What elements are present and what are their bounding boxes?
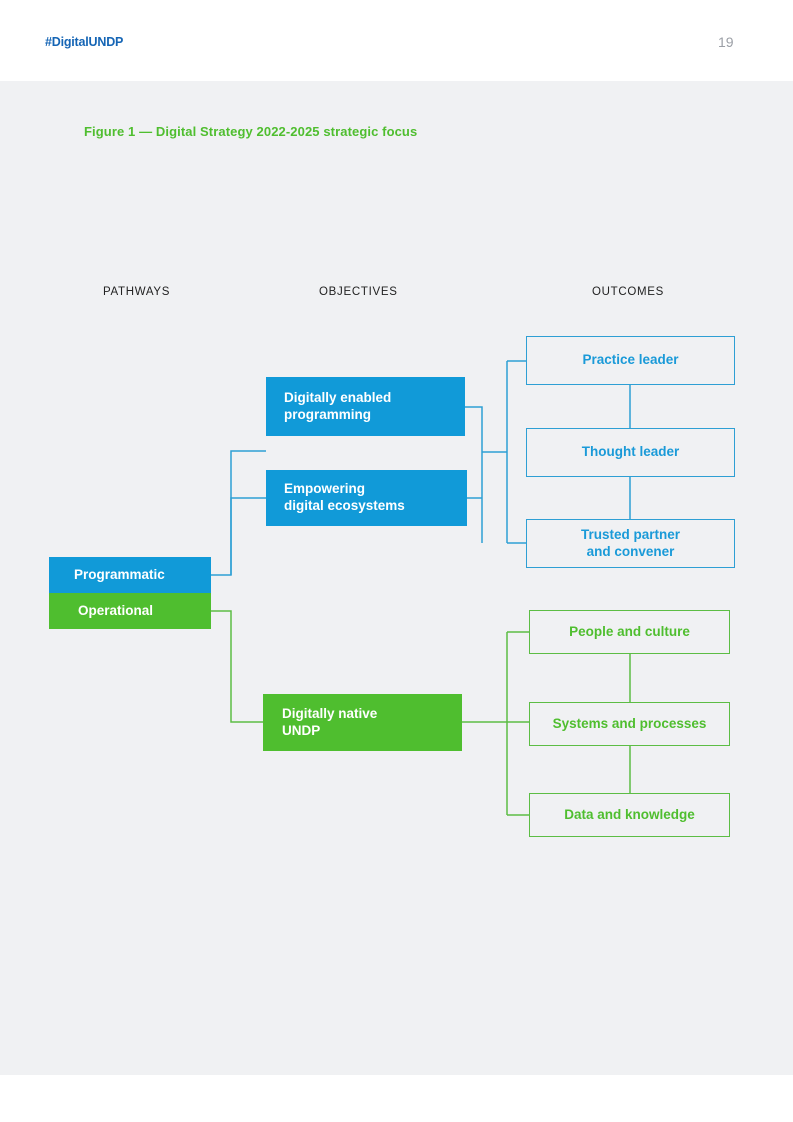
hashtag-digitalundp: #DigitalUNDP	[45, 35, 124, 49]
connector-objectives-to-outcomes-blue	[465, 360, 526, 544]
strategy-diagram: PATHWAYS OBJECTIVES OUTCOMES Programmati…	[0, 81, 793, 1075]
column-label-pathways: PATHWAYS	[103, 286, 171, 298]
figure-caption: Figure 1 — Digital Strategy 2022-2025 st…	[84, 124, 418, 139]
outcome-systems-and-processes[interactable]: Systems and processes	[529, 702, 730, 746]
objective-digitally-native-undp[interactable]: Digitally native UNDP	[263, 694, 462, 751]
page-number: 19	[718, 34, 734, 50]
objective-empowering-digital-ecosystems[interactable]: Empowering digital ecosystems	[266, 470, 467, 526]
content-area: Figure 1 — Digital Strategy 2022-2025 st…	[0, 81, 793, 1075]
connector-programmatic-to-objectives	[211, 450, 266, 576]
outcome-thought-leader[interactable]: Thought leader	[526, 428, 735, 477]
pathway-programmatic[interactable]: Programmatic	[49, 557, 211, 593]
pathway-operational[interactable]: Operational	[49, 593, 211, 629]
page-header: #DigitalUNDP 19	[0, 0, 793, 81]
outcome-practice-leader[interactable]: Practice leader	[526, 336, 735, 385]
column-label-objectives: OBJECTIVES	[319, 286, 398, 298]
outcome-people-and-culture[interactable]: People and culture	[529, 610, 730, 654]
connector-objective-to-outcomes-green	[462, 631, 529, 816]
objective-digitally-enabled-programming[interactable]: Digitally enabled programming	[266, 377, 465, 436]
outcome-trusted-partner-and-convener[interactable]: Trusted partner and convener	[526, 519, 735, 568]
connector-operational-to-objective	[211, 610, 263, 723]
column-label-outcomes: OUTCOMES	[592, 286, 665, 298]
outcome-data-and-knowledge[interactable]: Data and knowledge	[529, 793, 730, 837]
